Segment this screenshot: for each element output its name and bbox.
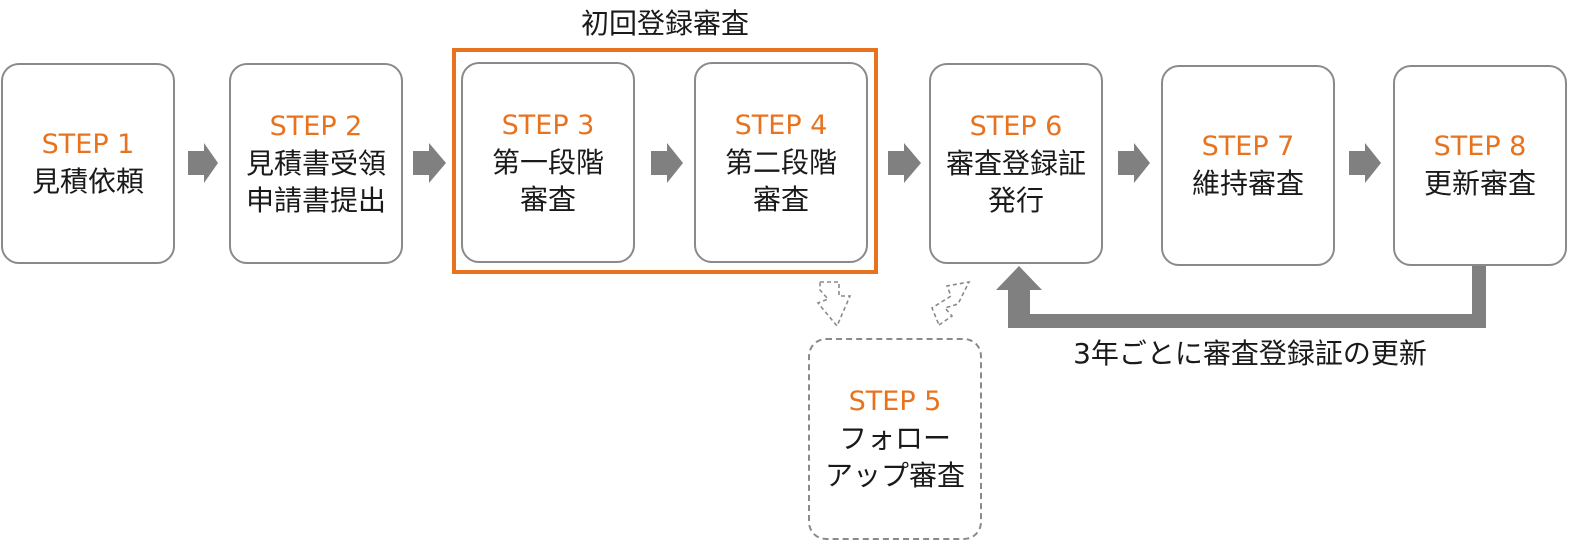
arrow-renewal-loop — [996, 266, 1486, 328]
step-2-title-line-1: 見積書受領 — [245, 146, 386, 180]
step-6-title-line-2: 発行 — [987, 183, 1044, 217]
step-2-box: STEP 2 見積書受領 申請書提出 — [229, 63, 403, 264]
group-title-initial-audit: 初回登録審査 — [580, 7, 749, 40]
step-2-title-line-2: 申請書提出 — [245, 183, 386, 217]
arrow-step3-to-step4 — [651, 143, 683, 183]
step-8-title-line-1: 更新審査 — [1423, 167, 1536, 200]
step-4-box: STEP 4 第二段階 審査 — [694, 62, 868, 263]
step-3-label: STEP 3 — [501, 109, 595, 141]
step-3-title-line-1: 第一段階 — [491, 145, 604, 179]
arrow-step5-to-step6-dashed — [931, 280, 971, 327]
step-5-label: STEP 5 — [848, 386, 942, 417]
arrow-step6-to-step7 — [1118, 143, 1150, 183]
step-1-title-line-1: 見積依頼 — [31, 165, 144, 198]
step-3-box: STEP 3 第一段階 審査 — [461, 62, 635, 263]
step-5-title-line-1: フォロー — [838, 422, 951, 455]
step-2-label: STEP 2 — [269, 110, 363, 142]
step-8-label: STEP 8 — [1433, 131, 1527, 162]
step-7-label: STEP 7 — [1201, 131, 1295, 162]
arrow-step2-to-step3 — [413, 143, 446, 183]
arrow-step7-to-step8 — [1349, 143, 1381, 183]
step-5-box: STEP 5 フォロー アップ審査 — [808, 338, 982, 540]
step-6-title-line-1: 審査登録証 — [945, 146, 1086, 180]
step-7-box: STEP 7 維持審査 — [1161, 65, 1335, 266]
step-4-label: STEP 4 — [734, 109, 828, 141]
step-6-label: STEP 6 — [969, 110, 1063, 142]
step-7-title-line-1: 維持審査 — [1191, 167, 1304, 200]
step-5-title-line-2: アップ審査 — [824, 459, 965, 492]
initial-audit-group-frame — [452, 48, 878, 274]
step-8-box: STEP 8 更新審査 — [1393, 65, 1567, 266]
step-1-label: STEP 1 — [41, 129, 135, 160]
renewal-note: 3年ごとに審査登録証の更新 — [1073, 337, 1427, 370]
arrow-step1-to-step2 — [188, 143, 218, 183]
step-4-title-line-1: 第二段階 — [724, 145, 837, 179]
arrow-step4-to-step6 — [888, 143, 921, 183]
step-6-box: STEP 6 審査登録証 発行 — [929, 63, 1103, 264]
arrow-step4-to-step5-dashed — [816, 281, 852, 328]
step-4-title-line-2: 審査 — [752, 182, 809, 216]
step-1-box: STEP 1 見積依頼 — [1, 63, 175, 264]
step-3-title-line-2: 審査 — [519, 182, 576, 216]
